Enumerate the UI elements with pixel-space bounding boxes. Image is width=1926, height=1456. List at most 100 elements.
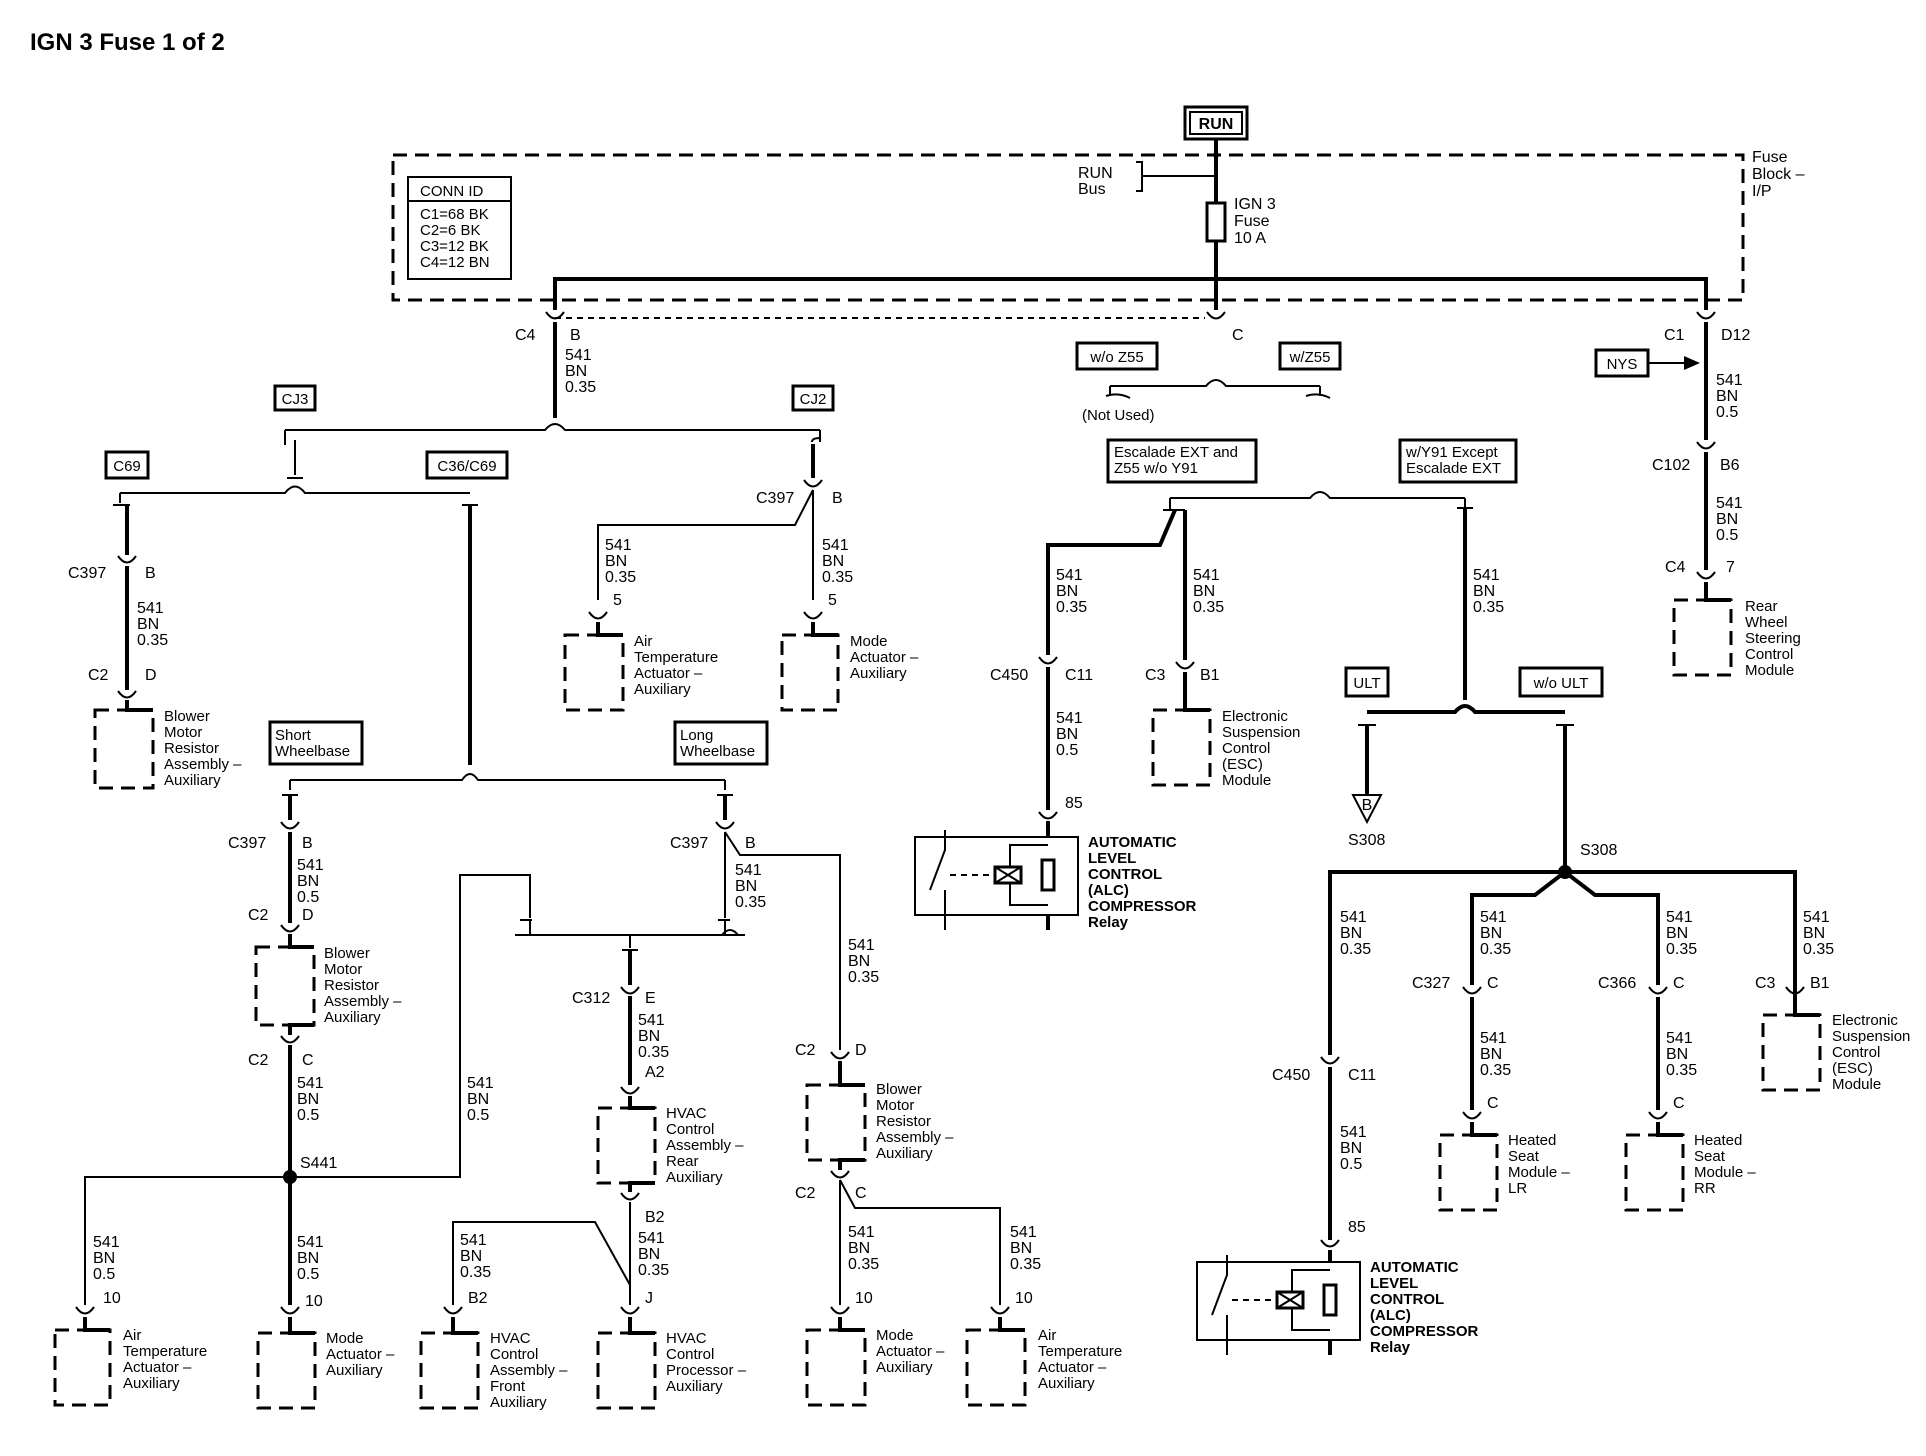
fuse-output-bus bbox=[553, 277, 1708, 310]
c397-left-pin: B bbox=[145, 565, 156, 582]
hvac-rear-top-pin-wire bbox=[628, 1096, 655, 1110]
c-pin-label: C bbox=[1232, 327, 1244, 344]
c366-connector bbox=[1648, 986, 1668, 995]
heated-rr-connector bbox=[1648, 1111, 1668, 1120]
air-temp-top-module bbox=[563, 633, 625, 712]
short-wheelbase-label: Short Wheelbase bbox=[275, 727, 350, 760]
air-temp-top-wire-label: 541 BN 0.35 bbox=[605, 537, 636, 586]
esc2-pin-label: B1 bbox=[1810, 975, 1830, 992]
c4-connector bbox=[545, 311, 565, 320]
air-temp-top-branch bbox=[597, 489, 814, 600]
c366-pin: C bbox=[1673, 975, 1685, 992]
mode-bl-label: Mode Actuator – Auxiliary bbox=[326, 1330, 399, 1379]
c450-top-connector bbox=[1038, 656, 1058, 665]
ign3-fuse-label: IGN 3 Fuse 10 A bbox=[1234, 196, 1280, 247]
esc2-conn-label: C3 bbox=[1755, 975, 1776, 992]
c69-option-bus bbox=[120, 485, 470, 494]
c-connector bbox=[1206, 311, 1226, 320]
blower2-module bbox=[254, 945, 316, 1027]
mode-top-connector bbox=[803, 611, 823, 620]
mode-top-module bbox=[780, 633, 840, 712]
s441-branch-wires bbox=[84, 874, 531, 1305]
air-temp-bm-pin-wire bbox=[998, 1317, 1025, 1332]
alc2-relay-resistor bbox=[1322, 1283, 1338, 1317]
c397-cj2-pin: B bbox=[832, 490, 843, 507]
esc1-label: Electronic Suspension Control (ESC) Modu… bbox=[1222, 708, 1305, 789]
hvac-proc-pin-wire bbox=[628, 1317, 655, 1335]
c69-box bbox=[104, 450, 150, 480]
mode-bl-connector bbox=[280, 1306, 300, 1315]
cj3-leg bbox=[284, 430, 303, 479]
mode-bm-module bbox=[805, 1328, 867, 1407]
blower3-wire-label: 541 BN 0.35 bbox=[848, 937, 879, 986]
escalade-y91-bus bbox=[1170, 491, 1465, 499]
c327-label: C327 bbox=[1412, 975, 1450, 992]
run-label: RUN bbox=[1199, 116, 1234, 133]
alc1-relay-resistor bbox=[1040, 858, 1056, 892]
c397-cj2-label: C397 bbox=[756, 490, 794, 507]
air-temp-bl-connector bbox=[75, 1306, 95, 1315]
c36-c69-box bbox=[425, 450, 509, 480]
rws-conn-label: C4 bbox=[1665, 559, 1686, 576]
s441-label: S441 bbox=[300, 1155, 337, 1172]
blower2-wire-label: 541 BN 0.5 bbox=[297, 857, 328, 906]
alc2-wire-label: 541 BN 0.35 bbox=[1340, 909, 1371, 958]
c397-short-connector bbox=[280, 821, 300, 830]
mode-top-label: Mode Actuator – Auxiliary bbox=[850, 633, 923, 682]
ult-label: ULT bbox=[1353, 675, 1380, 692]
z55-option-bus bbox=[1110, 379, 1320, 387]
hvac-rear-wire-label: 541 BN 0.35 bbox=[638, 1012, 669, 1061]
blower1-connector bbox=[117, 690, 137, 699]
wo-z55-label: w/o Z55 bbox=[1089, 349, 1143, 366]
cj3-label: CJ3 bbox=[282, 391, 309, 408]
rws-pin-wire bbox=[1704, 582, 1731, 602]
c397-long-label: C397 bbox=[670, 835, 708, 852]
hvac-front-pin: B2 bbox=[468, 1290, 488, 1307]
heated-rr-label: Heated Seat Module – RR bbox=[1694, 1132, 1760, 1197]
mode-bm-pin-wire bbox=[838, 1317, 865, 1332]
alc2-relay-wire-label: 541 BN 0.5 bbox=[1340, 1124, 1371, 1173]
nys-label: NYS bbox=[1607, 356, 1638, 373]
c1-label: C1 bbox=[1664, 327, 1685, 344]
run-bus-label: RUN Bus bbox=[1078, 165, 1117, 198]
c312-connector bbox=[620, 986, 640, 995]
c397-left-connector bbox=[117, 555, 137, 564]
alc2-pin: 85 bbox=[1348, 1219, 1366, 1236]
alc1-label: AUTOMATIC LEVEL CONTROL (ALC) COMPRESSOR… bbox=[1088, 834, 1201, 931]
run-bus-bracket bbox=[1136, 161, 1216, 192]
air-temp-bl-pin: 10 bbox=[103, 1290, 121, 1307]
hvac-rear-pin-b2: B2 bbox=[645, 1209, 665, 1226]
rws-wire-label-top: 541 BN 0.5 bbox=[1716, 372, 1747, 421]
c4-pin-label: B bbox=[570, 327, 581, 344]
nys-arrow-head bbox=[1684, 356, 1700, 370]
mode-top-pin-wire bbox=[811, 622, 838, 637]
c450-bottom-label: C450 bbox=[1272, 1067, 1310, 1084]
rws-connector bbox=[1696, 571, 1716, 580]
c102-pin: B6 bbox=[1720, 457, 1740, 474]
blower2-pin-label: D bbox=[302, 907, 314, 924]
fuse-block-boundary bbox=[391, 153, 1745, 302]
esc2-module bbox=[1761, 1013, 1822, 1092]
rws-pin-label: 7 bbox=[1726, 559, 1735, 576]
alc1-connector bbox=[1038, 811, 1058, 820]
blower1-conn-label: C2 bbox=[88, 667, 109, 684]
alc1-pin: 85 bbox=[1065, 795, 1083, 812]
hvac-rear-join-bus bbox=[515, 920, 739, 936]
c397-cj2-connector bbox=[803, 479, 823, 488]
hvac-proc-pin: J bbox=[645, 1290, 653, 1307]
s441-return-wire-label: 541 BN 0.5 bbox=[467, 1075, 498, 1124]
c397-long-pin: B bbox=[745, 835, 756, 852]
blower3-connector-top bbox=[830, 1051, 850, 1060]
c397-short-pin: B bbox=[302, 835, 313, 852]
ult-option-bus bbox=[1367, 704, 1565, 714]
blower2-out-conn-label: C2 bbox=[248, 1052, 269, 1069]
long-wheelbase-box bbox=[673, 720, 769, 766]
blower1-wire-label: 541 BN 0.35 bbox=[137, 600, 168, 649]
ult-box bbox=[1344, 666, 1390, 698]
mode-bm-wire-label: 541 BN 0.35 bbox=[848, 1224, 879, 1273]
c1-connector bbox=[1696, 311, 1716, 320]
cj3-box bbox=[273, 384, 317, 412]
hvac-front-wire-label: 541 BN 0.35 bbox=[460, 1232, 491, 1281]
c450-bottom-pin: C11 bbox=[1348, 1067, 1376, 1084]
